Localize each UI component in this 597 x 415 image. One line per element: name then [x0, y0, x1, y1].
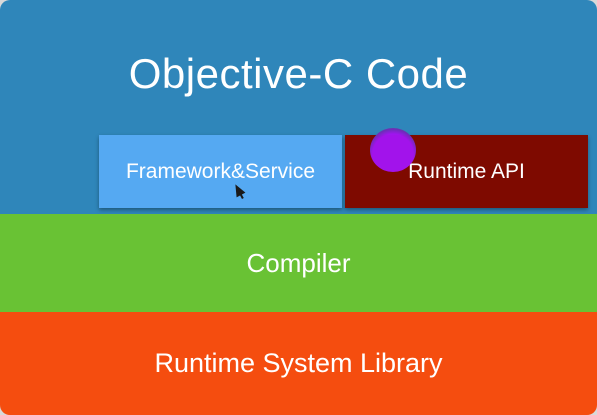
cursor-highlight-icon	[370, 128, 416, 172]
runtime-system-library-label: Runtime System Library	[154, 348, 443, 378]
framework-service-label: Framework&Service	[125, 159, 316, 183]
framework-service-block: Framework&Service	[99, 135, 342, 208]
compiler-label: Compiler	[246, 247, 351, 278]
runtime-system-library-layer: Runtime System Library	[0, 312, 597, 415]
runtime-api-label: Runtime API	[408, 159, 525, 183]
objective-c-code-label: Objective-C Code	[128, 50, 469, 97]
compiler-layer: Compiler	[0, 214, 597, 312]
